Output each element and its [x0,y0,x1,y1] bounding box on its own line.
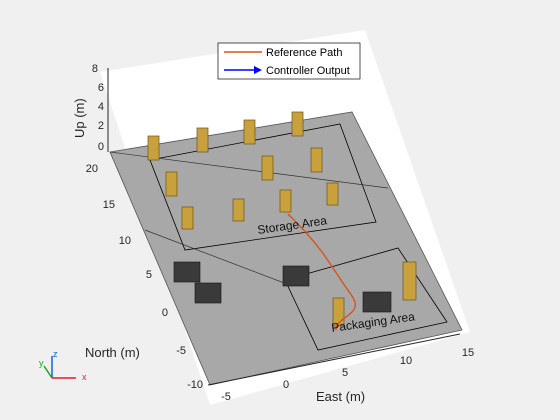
legend-label-controller: Controller Output [266,65,350,77]
machine [282,265,310,287]
storage-area-outline [149,123,377,251]
north-tick-0: 0 [162,307,168,319]
guide-line-2 [144,229,293,287]
north-axis-label: North (m) [85,345,140,360]
shelf [279,189,292,213]
shelf [165,171,178,197]
east-tick-10: 10 [400,355,412,367]
reference-path [287,213,356,331]
machine [194,282,222,304]
shelf [291,111,304,137]
machine [173,261,201,283]
up-tick-2: 2 [98,120,104,132]
shelf [181,206,194,230]
legend-box [217,42,361,80]
triad-y-line [43,365,53,379]
floor-plane [109,111,463,386]
up-axis-ticks: 8 6 4 2 0 [92,63,104,153]
legend[interactable]: Reference Path Controller Output [217,42,361,80]
machines [173,261,392,313]
north-tick-neg5: -5 [176,345,186,357]
east-tick-15: 15 [462,347,474,359]
shelf [261,155,274,181]
packaging-area-outline [284,247,448,351]
machine [362,291,392,313]
legend-label-reference: Reference Path [266,47,342,59]
east-tick-neg5: -5 [221,391,231,403]
up-tick-4: 4 [98,101,104,113]
north-axis-ticks: 20 15 10 5 0 -5 -10 [86,163,203,391]
north-tick-neg10: -10 [187,379,203,391]
shelf [232,198,245,222]
triad-x-label: x [82,372,87,382]
east-axis-ticks: -5 0 5 10 15 [221,347,474,403]
up-tick-6: 6 [98,82,104,94]
north-tick-15: 15 [103,199,115,211]
triad-y-label: y [39,358,44,368]
north-tick-5: 5 [146,269,152,281]
east-axis-label: East (m) [316,389,365,404]
legend-arrow-icon [254,66,262,74]
up-tick-0: 0 [98,141,104,153]
shelf [196,127,209,153]
shelf [402,261,417,301]
shelf [243,119,256,145]
shelf [326,182,339,206]
east-tick-0: 0 [283,379,289,391]
north-tick-10: 10 [119,235,131,247]
floor-bottom-edge [207,333,461,386]
east-tick-5: 5 [342,367,348,379]
axis-triad-icon: x y z [39,349,87,382]
north-tick-20: 20 [86,163,98,175]
up-tick-8: 8 [92,63,98,75]
triad-z-label: z [53,349,58,359]
shelf [310,147,323,173]
up-axis-label: Up (m) [72,98,87,138]
storage-shelves [147,111,417,327]
shelf [332,297,345,327]
shelf [147,135,160,161]
